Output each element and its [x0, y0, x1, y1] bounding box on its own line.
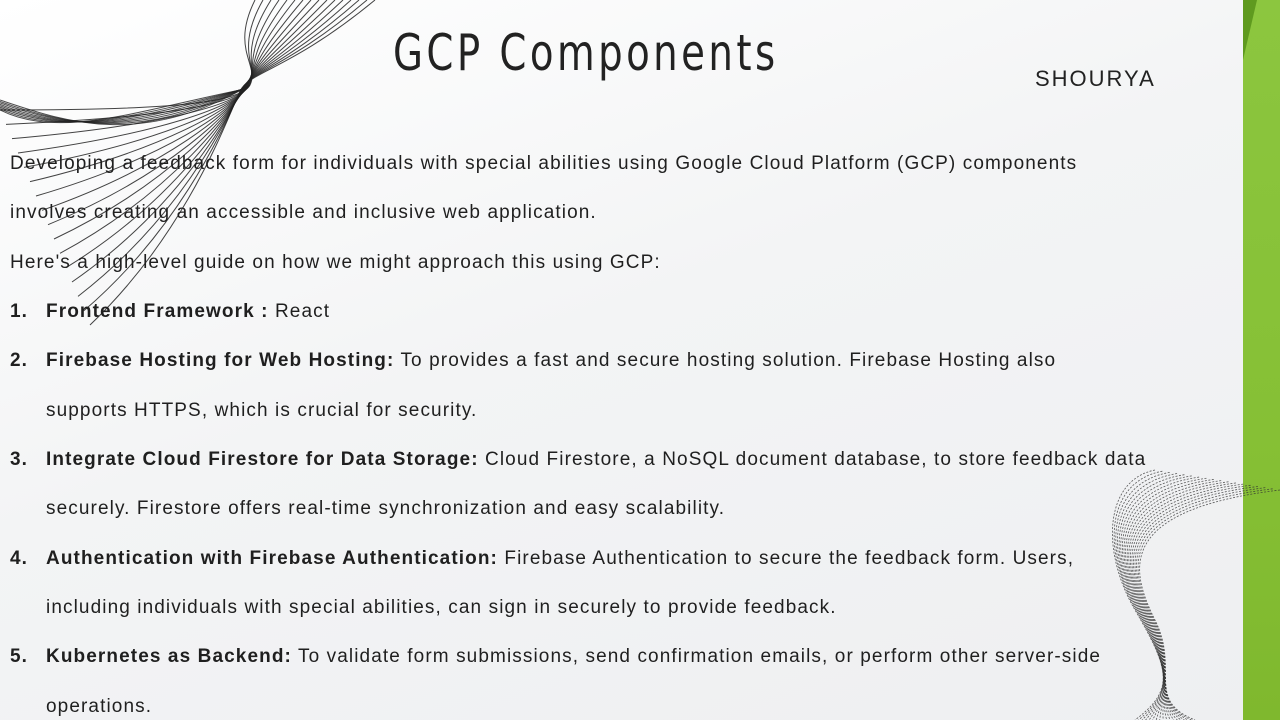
- wave-lines-decoration-top: [0, 0, 376, 326]
- list-item-continuation: including individuals with special abili…: [46, 597, 837, 618]
- wave-lines-decoration-bottom: [1112, 469, 1280, 720]
- slide-title: GCP Components: [393, 24, 779, 82]
- list-item-text: Firebase Authentication to secure the fe…: [497, 548, 1075, 569]
- list-item-number: 1.: [10, 301, 29, 322]
- list-item-heading: Authentication with Firebase Authenticat…: [46, 548, 498, 569]
- list-item-heading: Integrate Cloud Firestore for Data Stora…: [46, 449, 479, 470]
- list-item-continuation: supports HTTPS, which is crucial for sec…: [46, 400, 478, 421]
- intro-paragraph-line-1: Developing a feedback form for individua…: [10, 153, 1078, 174]
- list-item-heading: Firebase Hosting for Web Hosting:: [46, 350, 395, 371]
- list-item: Kubernetes as Backend: To validate form …: [46, 646, 1101, 668]
- list-item-text: Cloud Firestore, a NoSQL document databa…: [478, 449, 1147, 470]
- list-item: Integrate Cloud Firestore for Data Stora…: [46, 449, 1146, 471]
- author-name: SHOURYA: [1035, 66, 1156, 91]
- list-item-continuation: securely. Firestore offers real-time syn…: [46, 498, 726, 519]
- guide-line: Here's a high-level guide on how we migh…: [10, 252, 661, 273]
- list-item-heading: Kubernetes as Backend:: [46, 646, 292, 667]
- list-item-number: 2.: [10, 350, 29, 371]
- list-item-number: 3.: [10, 449, 29, 470]
- list-item: Frontend Framework : React: [46, 301, 330, 323]
- list-item-heading: Frontend Framework :: [46, 301, 269, 322]
- list-item: Authentication with Firebase Authenticat…: [46, 548, 1074, 570]
- list-item-number: 4.: [10, 548, 29, 569]
- list-item-text: To provides a fast and secure hosting so…: [394, 350, 1057, 371]
- list-item: Firebase Hosting for Web Hosting: To pro…: [46, 350, 1056, 372]
- accent-bar: [1243, 0, 1280, 720]
- list-item-number: 5.: [10, 646, 29, 667]
- list-item-continuation: operations.: [46, 696, 153, 717]
- list-item-text: To validate form submissions, send confi…: [291, 646, 1102, 667]
- list-item-text: React: [268, 301, 331, 322]
- intro-paragraph-line-2: involves creating an accessible and incl…: [10, 202, 597, 223]
